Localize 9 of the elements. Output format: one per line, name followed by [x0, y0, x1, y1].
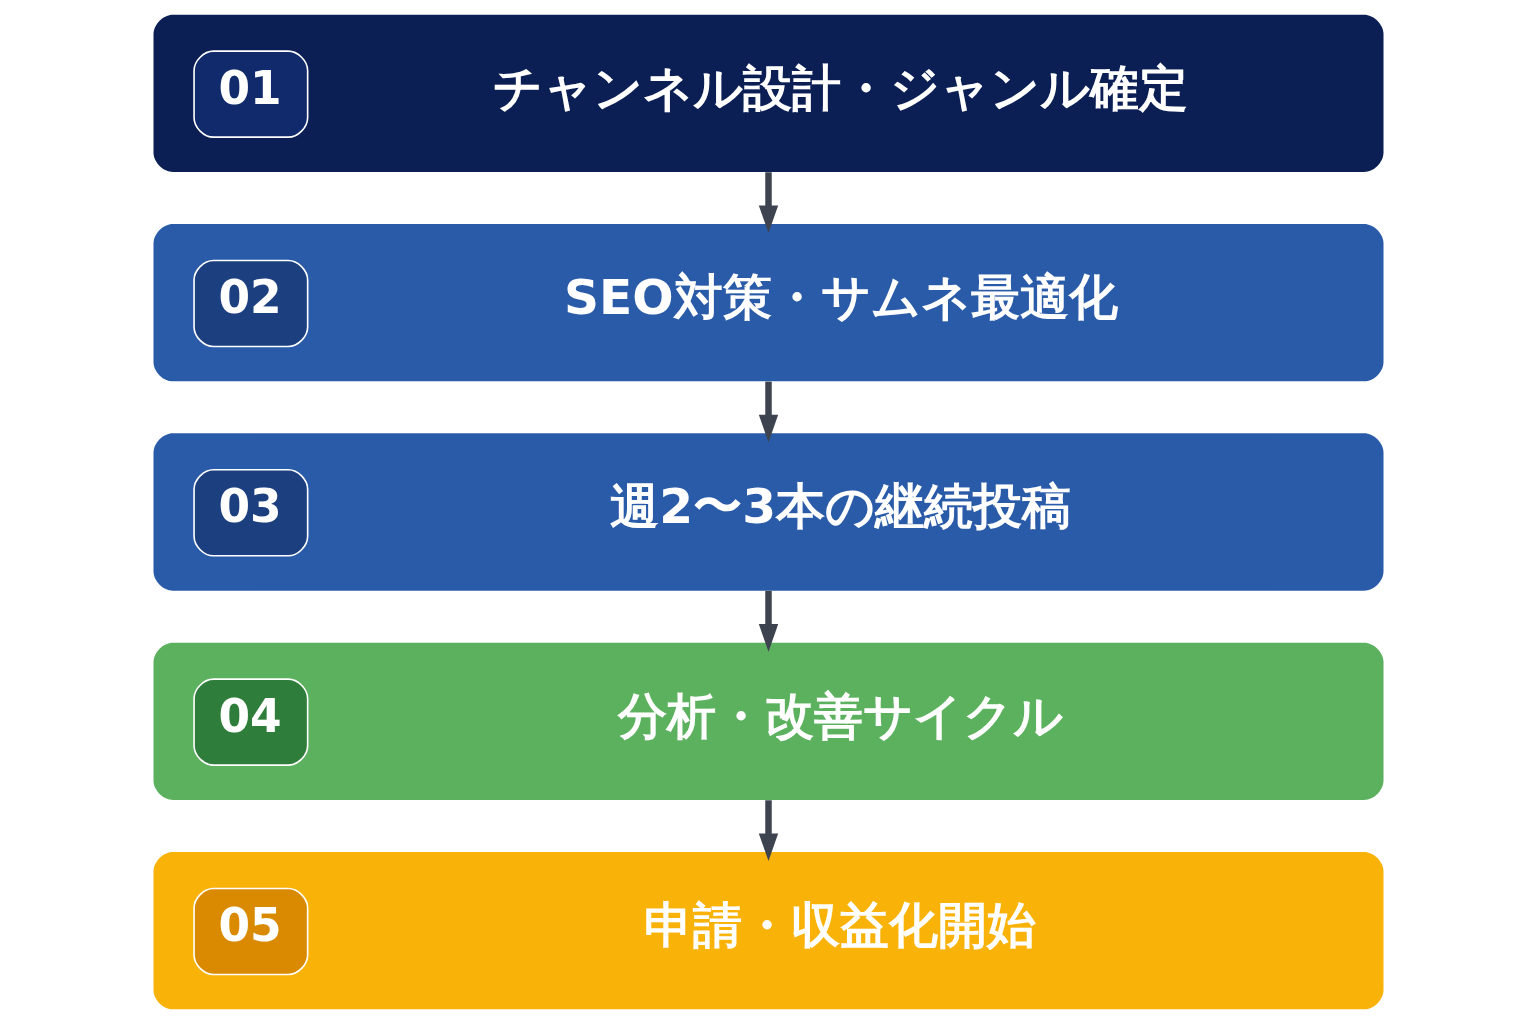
arrow — [758, 800, 778, 862]
arrow — [758, 172, 778, 234]
node-box: 03 週2〜3本の継続投稿 — [153, 433, 1383, 591]
node-box: 05 申請・収益化開始 — [153, 851, 1383, 1010]
node-box: 01 チャンネル設計・ジャンル確定 — [153, 14, 1383, 173]
arrow — [758, 590, 778, 652]
arrow — [758, 381, 778, 443]
node-box: 02 SEO対策・サムネ最適化 — [153, 223, 1383, 382]
node-box: 04 分析・改善サイクル — [153, 642, 1383, 801]
